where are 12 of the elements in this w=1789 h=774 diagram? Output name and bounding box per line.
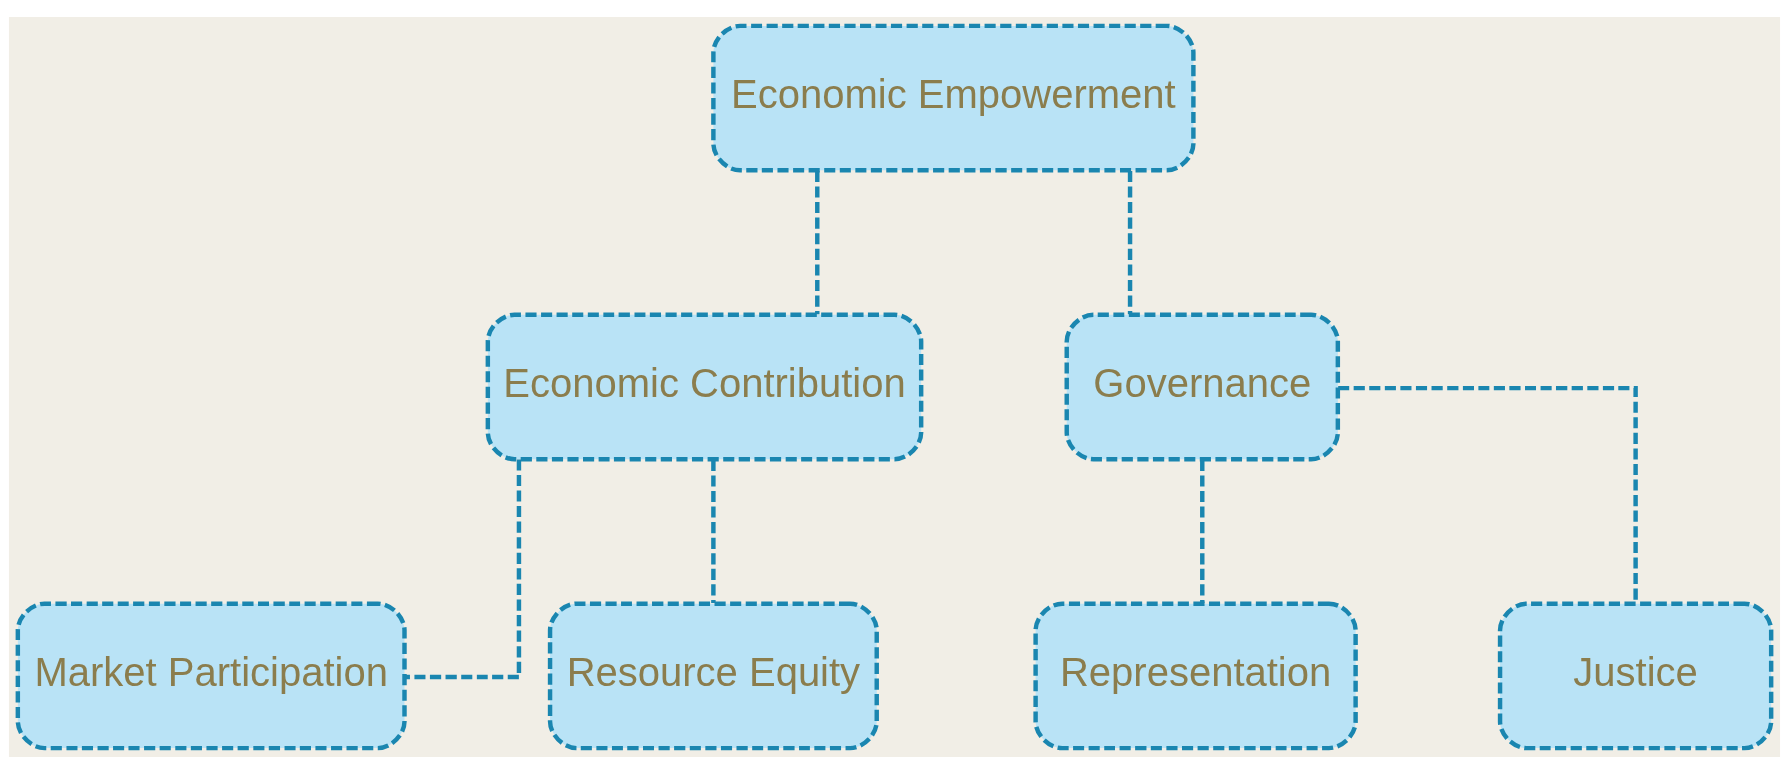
- node-box: Justice: [1497, 601, 1774, 751]
- connector: [1200, 459, 1205, 603]
- node-box: Resource Equity: [547, 601, 879, 751]
- node-box: Economic Empowerment: [711, 23, 1196, 173]
- node-box: Economic Contribution: [485, 312, 924, 462]
- node-box: Representation: [1033, 601, 1358, 751]
- connector: [711, 459, 716, 603]
- connector: [405, 459, 522, 680]
- node-box: Governance: [1064, 312, 1341, 462]
- node-box: Market Participation: [15, 601, 407, 751]
- connector: [1127, 171, 1133, 315]
- connector: [815, 171, 820, 315]
